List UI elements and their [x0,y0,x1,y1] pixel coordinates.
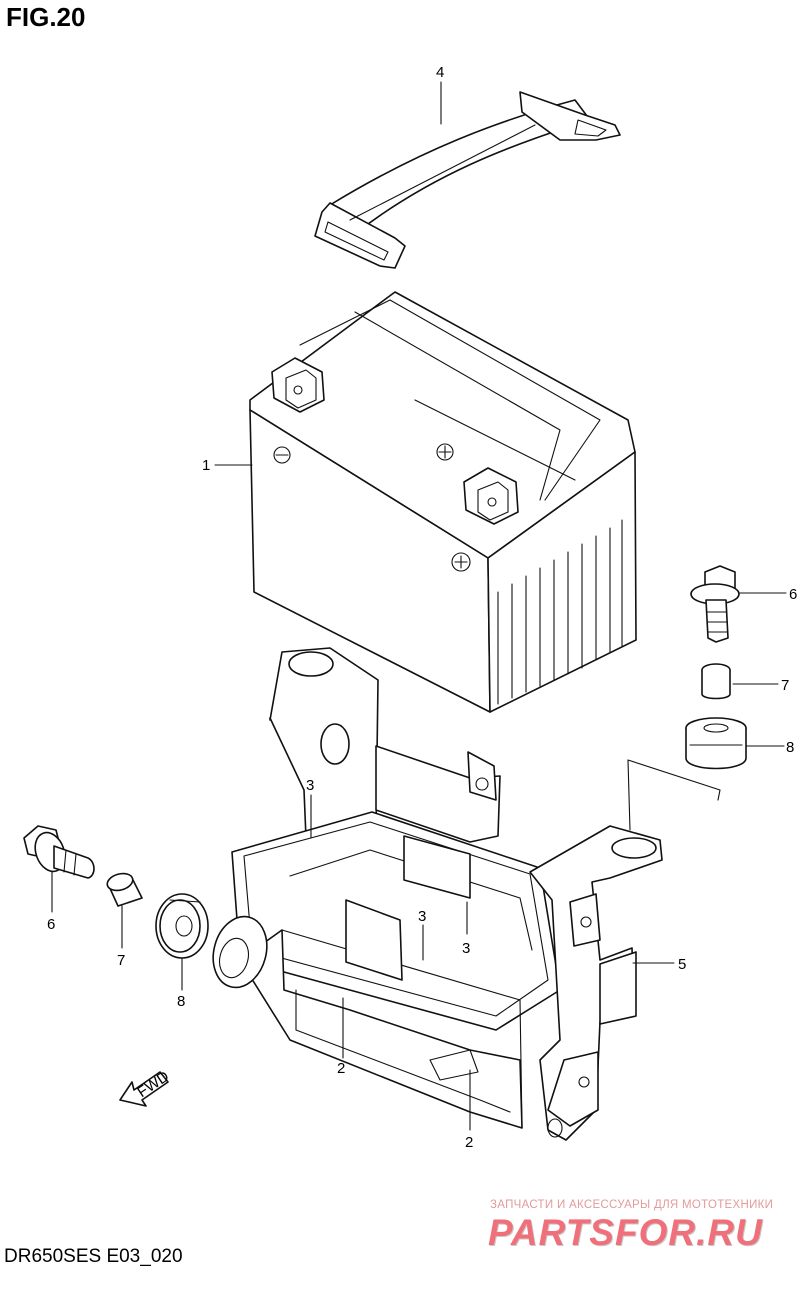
battery-holder [212,647,663,1141]
battery [249,291,637,713]
collar-left [106,872,143,907]
fwd-label: FWD [134,1068,172,1101]
callout-8-right: 8 [786,739,794,756]
callout-3-c: 3 [462,940,470,957]
collar-right [701,663,731,700]
callout-1: 1 [202,457,210,474]
callout-7-left: 7 [117,952,125,969]
callout-2-b: 2 [465,1134,473,1151]
callout-3-b: 3 [418,908,426,925]
callout-numbers: 4 1 6 7 8 3 3 3 6 7 8 5 2 2 [47,64,797,1151]
bolt-right [690,565,740,643]
callout-4: 4 [436,64,444,81]
watermark-tagline: ЗАПЧАСТИ И АКСЕССУАРЫ ДЛЯ МОТОТЕХНИКИ [490,1199,774,1211]
figure-title: FIG.20 [6,2,86,32]
fwd-direction-arrow: FWD [119,1068,172,1107]
callout-6-left: 6 [47,916,55,933]
callout-8-left: 8 [177,993,185,1010]
watermark-brand: PARTSFOR.RU [488,1212,763,1253]
cushion-left [155,893,209,959]
callout-7-right: 7 [781,677,789,694]
battery-strap [314,91,621,269]
callout-6-right: 6 [789,586,797,603]
callout-5: 5 [678,956,686,973]
leader-right-hardware [627,759,721,831]
figure-code: DR650SES E03_020 [4,1246,183,1267]
bolt-left [23,825,95,879]
callout-2-a: 2 [337,1060,345,1077]
callout-3-a: 3 [306,777,314,794]
leader-lines [51,81,787,1131]
cushion-right [685,717,747,770]
